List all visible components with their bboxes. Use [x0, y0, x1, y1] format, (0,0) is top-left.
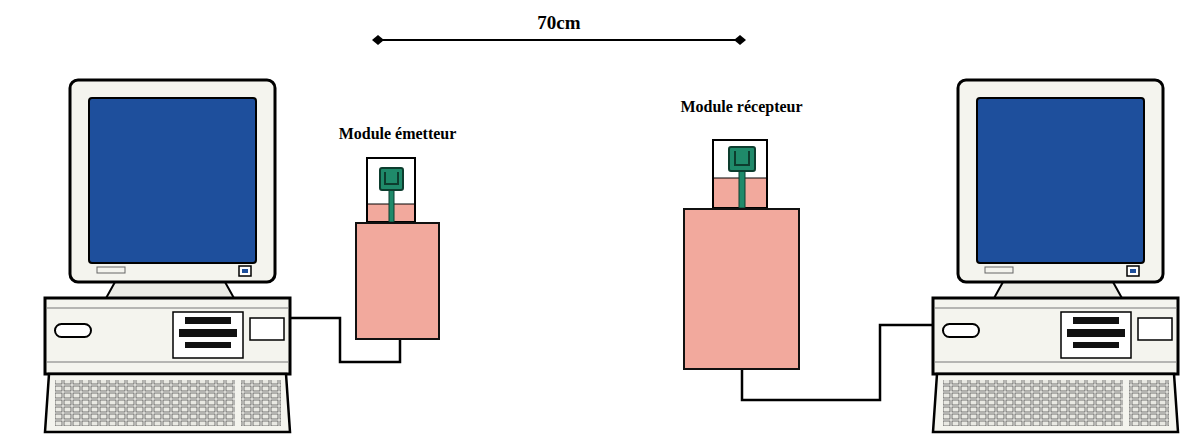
module-box: Module émetteur: [355, 222, 440, 340]
antenna: [367, 158, 415, 222]
dimension-line: [372, 35, 746, 45]
computer: [933, 80, 1178, 432]
dimension-label: 70cm: [534, 12, 583, 34]
module-label: Module émetteur: [339, 125, 457, 143]
module-label: Module récepteur: [680, 98, 802, 116]
computer: [45, 80, 290, 432]
module-box: Module récepteur: [683, 208, 800, 370]
antenna: [713, 140, 767, 208]
